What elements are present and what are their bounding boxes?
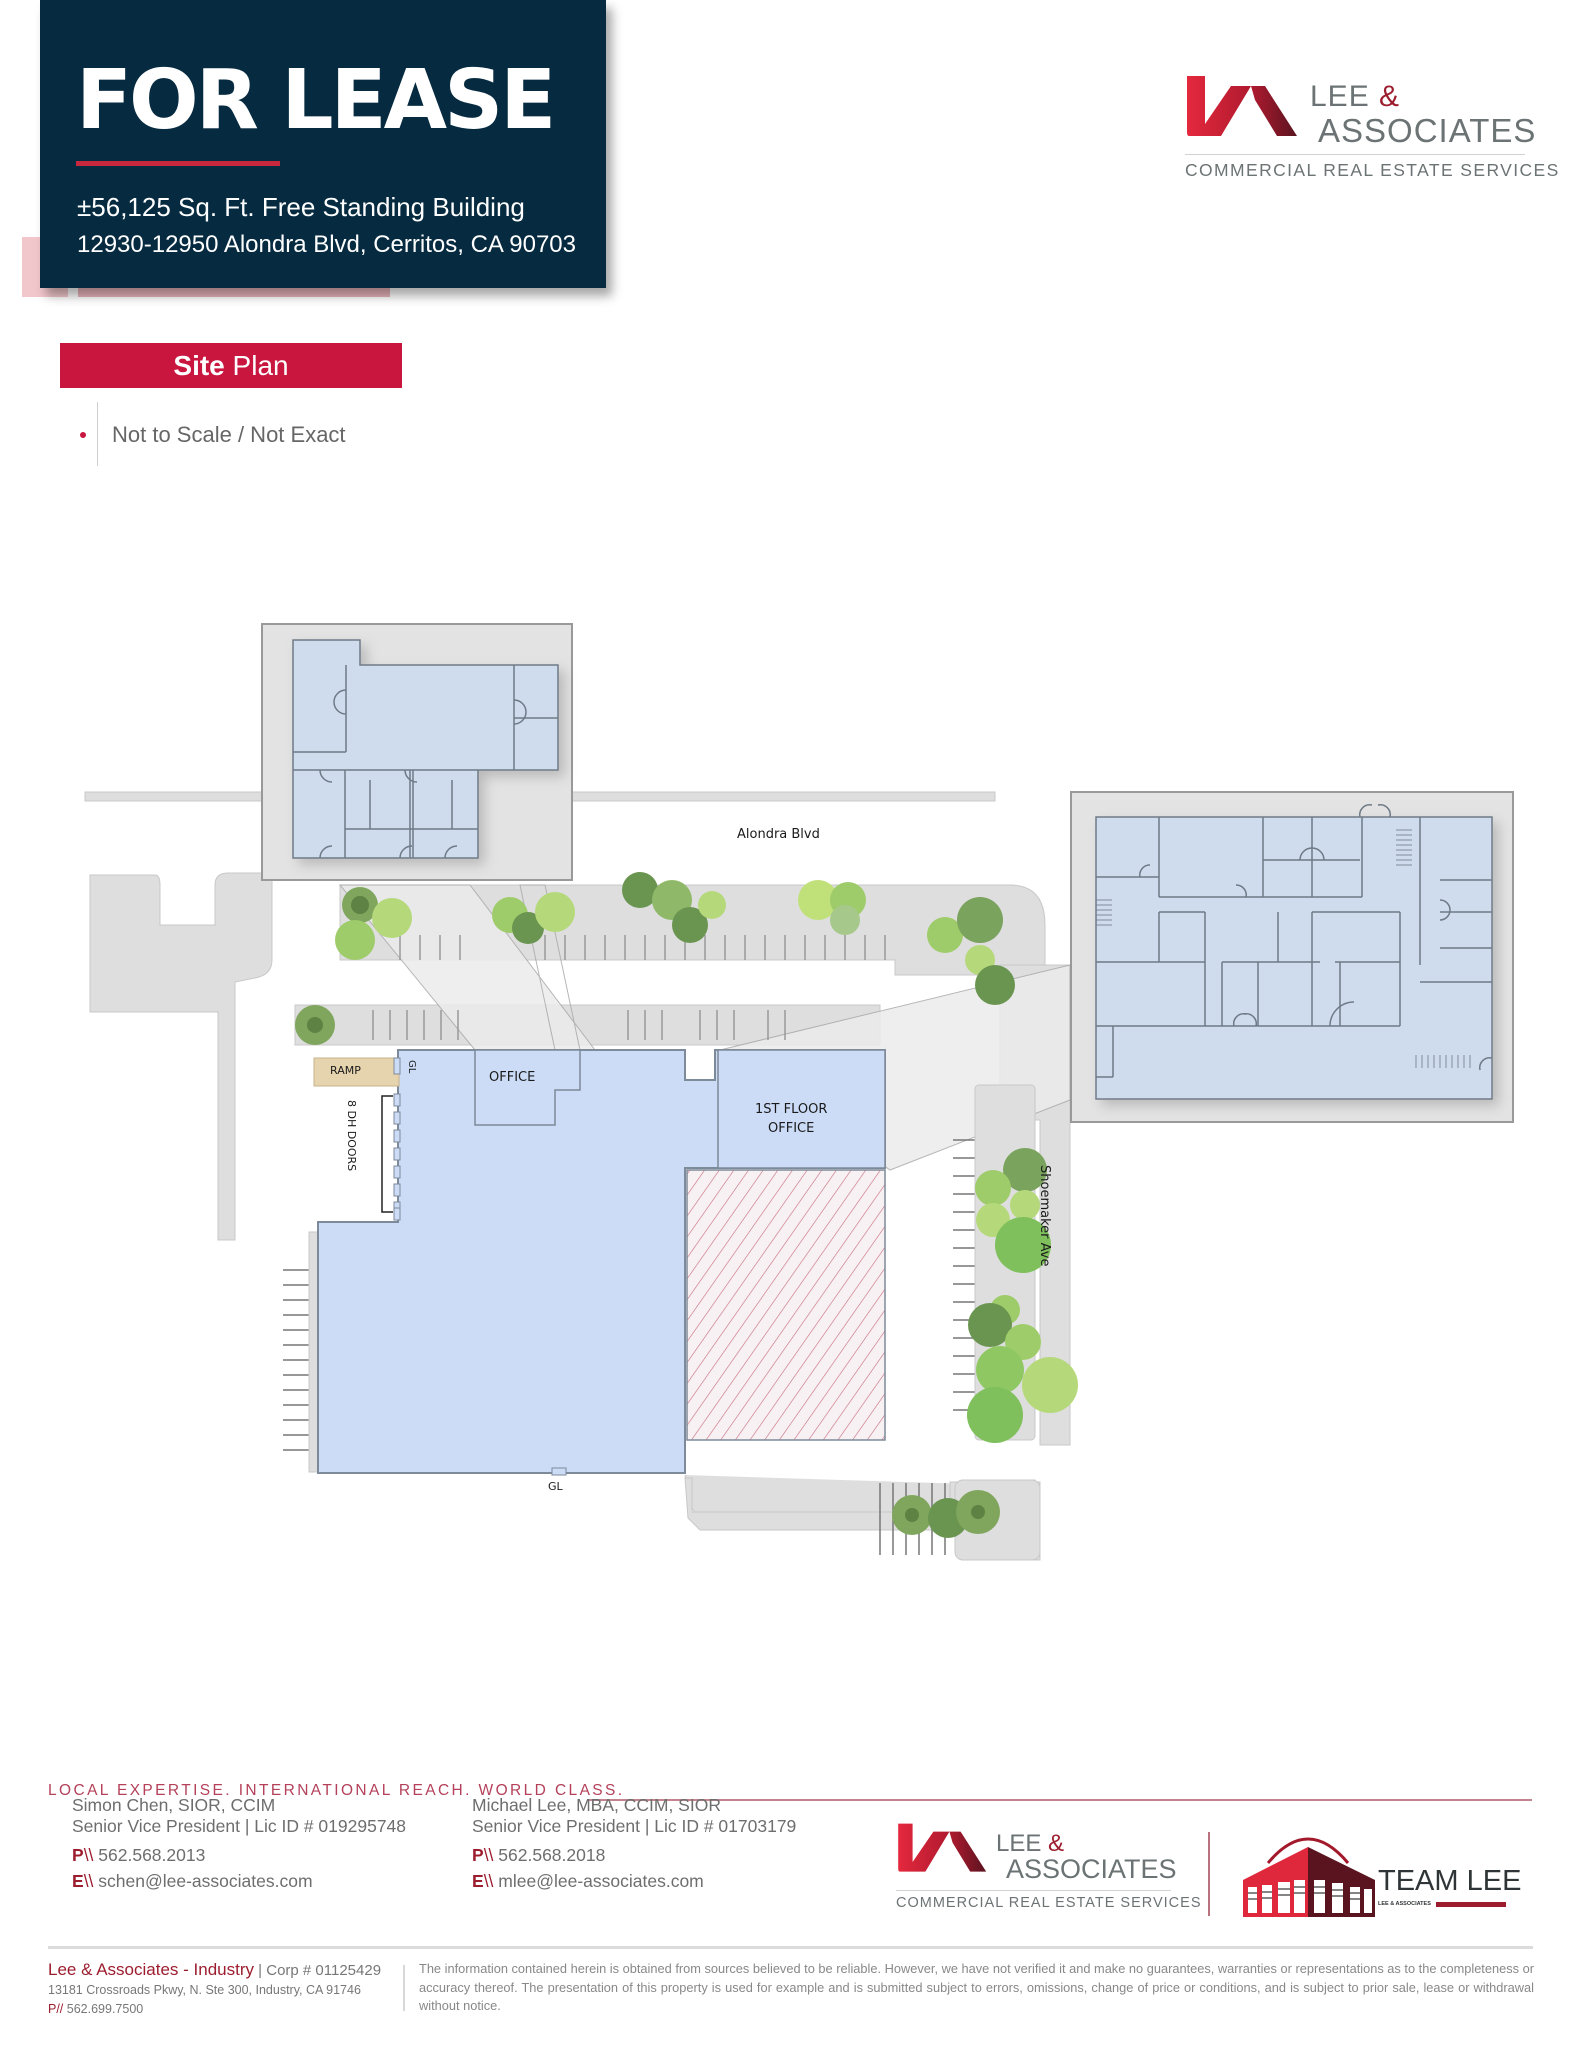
ramp-label: RAMP	[330, 1064, 361, 1077]
office-phone[interactable]: 562.699.7500	[63, 2002, 144, 2016]
divider	[403, 1965, 405, 2011]
agent-title: Senior Vice President | Lic ID # 0192957…	[72, 1816, 407, 1836]
la-logo-mark-icon	[1187, 76, 1297, 136]
lee-associates-logo: LEE & ASSOCIATES COMMERCIAL REAL ESTATE …	[1185, 72, 1558, 182]
street-label-alondra: Alondra Blvd	[737, 827, 820, 842]
floorplan-inset-ne	[1070, 791, 1514, 1123]
la-logo-mark-icon	[898, 1823, 987, 1872]
header-banner: FOR LEASE ±56,125 Sq. Ft. Free Standing …	[40, 0, 606, 288]
scale-note: Not to Scale / Not Exact	[112, 422, 346, 447]
street-label-shoemaker: Shoemaker Ave	[1037, 1165, 1052, 1267]
grade-level-door-label: GL	[406, 1060, 417, 1074]
section-header-site-plan: Site Plan	[60, 343, 402, 388]
first-floor-office-label-2: OFFICE	[768, 1121, 815, 1136]
brand-name-line2: ASSOCIATES	[1318, 112, 1537, 149]
divider	[48, 1946, 1533, 1949]
page-title: FOR LEASE	[76, 53, 556, 148]
property-size: ±56,125 Sq. Ft. Free Standing Building	[77, 192, 525, 222]
office-info: Lee & Associates - Industry | Corp # 011…	[48, 1960, 382, 2016]
agent-phone[interactable]: 562.568.2013	[98, 1845, 206, 1865]
agent-card-simon-chen: Simon Chen, SIOR, CCIM Senior Vice Presi…	[72, 1795, 407, 1891]
legal-disclaimer: The information contained herein is obta…	[419, 1961, 1534, 2013]
property-address: 12930-12950 Alondra Blvd, Cerritos, CA 9…	[77, 231, 576, 258]
agent-phone[interactable]: 562.568.2018	[498, 1845, 606, 1865]
agent-name: Simon Chen, SIOR, CCIM	[72, 1795, 276, 1815]
team-lee-logo: TEAM LEE LEE & ASSOCIATES	[1240, 1825, 1522, 1920]
agent-email-link[interactable]: mlee@lee-associates.com	[498, 1871, 704, 1891]
agent-name: Michael Lee, MBA, CCIM, SIOR	[472, 1795, 721, 1815]
divider	[1436, 1902, 1506, 1907]
divider	[896, 1890, 1171, 1891]
office-name: Lee & Associates - Industry	[48, 1960, 254, 1979]
divider	[1208, 1832, 1210, 1916]
footer-lee-associates-logo: LEE & ASSOCIATES COMMERCIAL REAL ESTATE …	[896, 1822, 1201, 1914]
bullet-icon	[80, 432, 86, 438]
brand-tagline: COMMERCIAL REAL ESTATE SERVICES	[1185, 160, 1560, 180]
site-plan: Alondra Blvd Shoemaker Ave RAMP GL OFFIC…	[0, 600, 1583, 1600]
divider	[587, 1799, 1532, 1801]
divider	[97, 402, 98, 466]
corp-number: | Corp # 01125429	[254, 1962, 382, 1979]
agent-card-michael-lee: Michael Lee, MBA, CCIM, SIOR Senior Vice…	[472, 1795, 797, 1891]
trees-icon	[295, 872, 1078, 1538]
team-lee-wordmark: TEAM LEE	[1378, 1865, 1522, 1897]
office-label: OFFICE	[489, 1070, 536, 1085]
agent-email-link[interactable]: schen@lee-associates.com	[98, 1871, 313, 1891]
floorplan-inset-nw	[261, 623, 573, 881]
first-floor-office-label: 1ST FLOOR	[755, 1102, 828, 1117]
grade-level-door-label-south: GL	[548, 1480, 563, 1493]
brand-name: LEE	[1310, 80, 1380, 113]
agent-title: Senior Vice President | Lic ID # 0170317…	[472, 1816, 797, 1836]
parking-stalls	[372, 935, 886, 1040]
main-building	[313, 1049, 886, 1476]
footer-tagline: LOCAL EXPERTISE. INTERNATIONAL REACH. WO…	[48, 1782, 625, 1799]
warehouse-building-icon	[1243, 1837, 1375, 1917]
site-plan-drawing	[84, 623, 1514, 1561]
dock-high-doors-label: 8 DH DOORS	[345, 1100, 358, 1172]
office-address: 13181 Crossroads Pkwy, N. Ste 300, Indus…	[48, 1983, 361, 1997]
title-underline	[76, 161, 280, 166]
divider	[1185, 154, 1525, 155]
